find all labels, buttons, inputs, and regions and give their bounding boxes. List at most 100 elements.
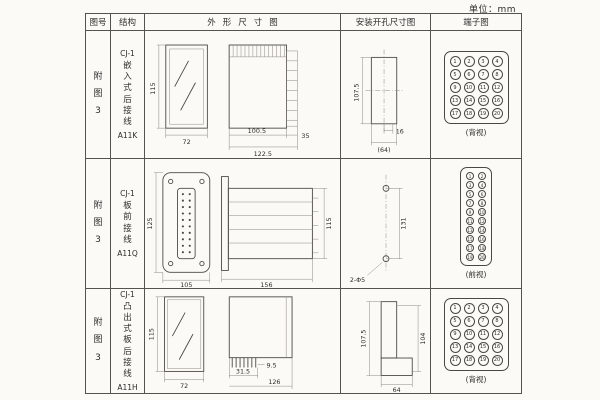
terminal-pin: 17 — [449, 108, 461, 119]
terminal-pin: 12 — [491, 82, 503, 93]
mount-type-label: 凸出式板后接线 — [123, 302, 132, 379]
terminal-pin: 3 — [477, 56, 489, 67]
outline-cell-a11q: 125 105 156 115 — [145, 159, 341, 289]
fig-no-label: 附图3 — [93, 318, 103, 363]
terminal-pin: 3 — [477, 302, 489, 314]
terminal-pin: 16 — [491, 95, 503, 106]
dim-label: 156 — [260, 282, 272, 288]
terminal-pin: 7 — [477, 315, 489, 327]
view-caption: (背视) — [465, 374, 487, 384]
terminal-pin: 7 — [466, 199, 474, 207]
fig-no-cell-row3: 附图3 — [86, 289, 111, 393]
terminal-pin: 9 — [449, 328, 461, 340]
header-structure: 结构 — [111, 14, 145, 31]
terminal-pin: 6 — [463, 315, 475, 327]
front-view: 115 72 — [148, 44, 208, 146]
dim-label: (64) — [377, 147, 390, 154]
terminal-pin: 12 — [478, 217, 486, 225]
header-terminal-diagram: 端子图 — [431, 14, 521, 31]
terminal-pin: 11 — [466, 217, 474, 225]
dim-label: 125 — [147, 217, 154, 229]
terminal-pin: 6 — [463, 69, 475, 80]
terminal-pin: 13 — [449, 341, 461, 353]
outline-cell-a11h: 115 72 9.5 31.5 126 — [145, 289, 341, 393]
model-label: CJ-1 — [120, 189, 135, 199]
terminal-pin: 9 — [449, 82, 461, 93]
dim-label: 9.5 — [266, 361, 276, 369]
dim-label: 115 — [148, 82, 156, 94]
terminal-pin: 2 — [463, 302, 475, 314]
dim-label: 31.5 — [235, 367, 249, 375]
terminal-pin: 2 — [478, 172, 486, 180]
dim-label: 64 — [392, 387, 400, 393]
code-label: A11H — [117, 382, 138, 392]
terminal-pin: 5 — [449, 69, 461, 80]
terminal-pin: 11 — [477, 82, 489, 93]
front-view: 115 72 — [147, 296, 204, 390]
terminal-pin: 20 — [478, 253, 486, 261]
outline-drawing-a11h: 115 72 9.5 31.5 126 — [147, 296, 292, 390]
terminal-pin: 14 — [478, 226, 486, 234]
fig-no-label: 附图3 — [93, 71, 103, 117]
spec-table: 图号 结构 外形尺寸图 安装开孔尺寸图 端子图 附图3 CJ-1 嵌入式后接线 … — [85, 13, 522, 394]
dim-label: 16 — [395, 129, 403, 136]
mount-type-label: 板前接线 — [123, 201, 132, 245]
header-outline-dims: 外形尺寸图 — [145, 14, 341, 31]
terminal-pin: 3 — [466, 181, 474, 189]
code-label: A11Q — [117, 248, 138, 258]
dim-label: 2-Φ5 — [349, 277, 364, 284]
terminal-pin: 16 — [491, 341, 503, 353]
terminal-pin: 1 — [449, 302, 461, 314]
terminal-pin: 8 — [478, 199, 486, 207]
terminal-pin: 8 — [491, 315, 503, 327]
terminal-pin: 16 — [478, 235, 486, 243]
fig-no-label: 附图3 — [93, 200, 103, 246]
dim-label: 115 — [325, 217, 332, 229]
mounting-cell-a11q: 131 2-Φ5 — [341, 159, 431, 289]
terminal-pin: 6 — [478, 190, 486, 198]
mounting-cell-a11h: 107.5 104 64 — [341, 289, 431, 393]
terminal-pin: 18 — [463, 354, 475, 366]
terminal-pin: 12 — [491, 328, 503, 340]
terminal-pin: 13 — [449, 95, 461, 106]
dim-label: 131 — [400, 217, 407, 229]
dim-label: 35 — [301, 132, 309, 140]
outline-drawing-a11q: 125 105 156 115 — [147, 172, 332, 288]
side-view: 156 115 — [220, 176, 332, 288]
terminal-pin: 13 — [466, 226, 474, 234]
fig-no-cell-row2: 附图3 — [86, 159, 111, 289]
mount-type-label: 嵌入式后接线 — [123, 61, 132, 127]
dim-label: 105 — [180, 282, 192, 288]
structure-cell-a11q: CJ-1 板前接线 A11Q — [111, 159, 145, 289]
front-view: 125 105 — [147, 172, 210, 288]
dim-label: 104 — [419, 332, 426, 344]
outline-drawing-a11k: 115 72 100.5 35 122.5 — [148, 44, 309, 158]
terminal-pin: 15 — [477, 95, 489, 106]
code-label: A11K — [117, 130, 138, 140]
terminal-pin: 19 — [466, 253, 474, 261]
terminal-pin: 5 — [449, 315, 461, 327]
dim-label: 115 — [147, 328, 155, 340]
terminal-pin: 18 — [463, 108, 475, 119]
view-caption: (背视) — [465, 128, 487, 137]
terminal-pin: 9 — [466, 208, 474, 216]
outline-cell-a11k: 115 72 100.5 35 122.5 — [145, 31, 341, 159]
dim-label: 126 — [268, 378, 280, 386]
terminal-pin: 5 — [466, 190, 474, 198]
dim-label: 107.5 — [360, 329, 367, 347]
terminal-pin: 1 — [449, 56, 461, 67]
mounting-drawing-a11h: 107.5 104 64 — [360, 300, 426, 393]
mounting-cell-a11k: 107.5 16 (64) — [341, 31, 431, 159]
fig-no-cell-row1: 附图3 — [86, 31, 111, 159]
terminal-pin: 11 — [477, 328, 489, 340]
terminal-pin: 8 — [491, 69, 503, 80]
terminal-pin: 20 — [491, 354, 503, 366]
header-mounting-dims: 安装开孔尺寸图 — [341, 14, 431, 31]
